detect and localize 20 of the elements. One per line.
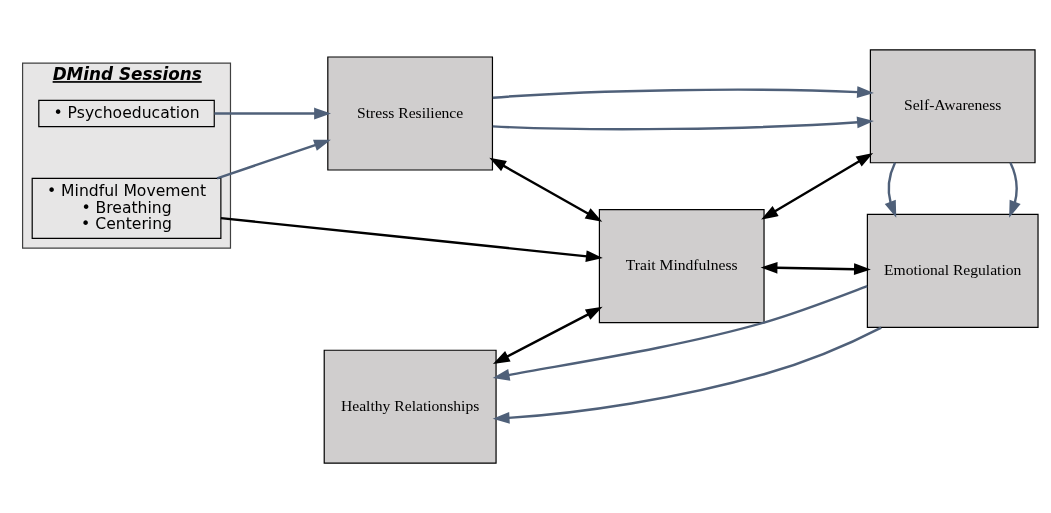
arrow [489, 157, 603, 222]
arrow [761, 152, 874, 220]
arrow [214, 107, 331, 120]
node-box: Self-Awareness [869, 49, 1036, 164]
arrow [760, 261, 871, 276]
node-box: Emotional Regulation [866, 213, 1039, 328]
arrow [492, 285, 868, 381]
arrow [220, 216, 603, 263]
arrow [492, 116, 874, 131]
node-box: • Psychoeducation [38, 99, 215, 128]
arrow [492, 306, 603, 365]
node-box: • Mindful Movement • Breathing • Centering [31, 177, 222, 240]
node-box: Healthy Relationships [323, 349, 497, 464]
arrow [492, 326, 882, 424]
arrow [492, 86, 874, 99]
arrow [884, 162, 897, 218]
arrow [216, 139, 331, 180]
arrow [1009, 162, 1021, 218]
node-box: Stress Resilience [327, 56, 494, 171]
node-box: Trait Mindfulness [598, 209, 765, 324]
